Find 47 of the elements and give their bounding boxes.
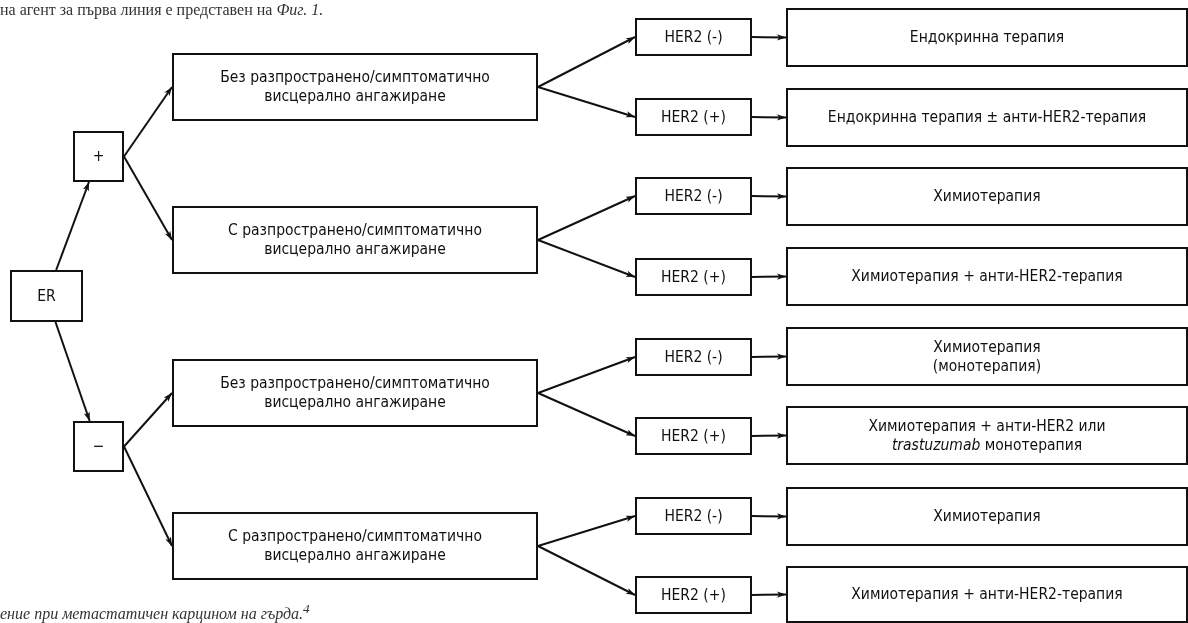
root-box: ER xyxy=(10,270,83,322)
arrow xyxy=(751,273,787,280)
decision-box: HER2 (-) xyxy=(635,18,752,56)
decision-box: Химиотерапия + анти-HER2-терапия xyxy=(786,566,1188,623)
decision-box: HER2 (-) xyxy=(635,177,752,215)
body-text: на агент за първа линия е представен на Фиг. 1. xyxy=(0,1,324,19)
decision-box: С разпространено/симптоматично висцерално ангажиране xyxy=(172,512,538,580)
arrow xyxy=(123,445,173,547)
decision-box: С разпространено/симптоматично висцерално ангажиране xyxy=(172,206,538,274)
decision-box: Химиотерапия (монотерапия) xyxy=(786,327,1188,386)
decision-box: Без разпространено/симптоматично висцерално ангажиране xyxy=(172,359,538,427)
arrow xyxy=(54,321,91,422)
arrow xyxy=(751,353,787,360)
decision-box: HER2 (+) xyxy=(635,576,752,614)
decision-box: Химиотерапия xyxy=(786,167,1188,226)
decision-box: Химиотерапия xyxy=(786,487,1188,546)
decision-box: + xyxy=(73,131,124,182)
decision-box: Ендокринна терапия xyxy=(786,8,1188,67)
arrow xyxy=(537,515,636,547)
arrow xyxy=(751,432,787,439)
arrow xyxy=(537,86,636,118)
decision-box: Без разпространено/симптоматично висцерално ангажиране xyxy=(172,53,538,121)
arrow xyxy=(537,36,636,88)
arrow xyxy=(751,114,787,121)
decision-box: HER2 (-) xyxy=(635,338,752,376)
arrow xyxy=(55,181,90,271)
arrow xyxy=(537,392,636,437)
decision-box: HER2 (+) xyxy=(635,258,752,296)
arrow xyxy=(537,356,636,394)
decision-box: Химиотерапия + анти-HER2-терапия xyxy=(786,247,1188,306)
arrow xyxy=(537,545,636,596)
arrow xyxy=(537,239,636,278)
figure-caption: ение при метастатичен карцином на гърда.$^{4}$ xyxy=(0,601,310,623)
decision-box: − xyxy=(73,421,124,472)
arrow xyxy=(123,392,173,448)
decision-box: HER2 (+) xyxy=(635,98,752,136)
arrow xyxy=(123,86,173,158)
arrow xyxy=(751,591,787,598)
decision-box: HER2 (+) xyxy=(635,417,752,455)
arrow xyxy=(123,155,173,241)
arrow xyxy=(751,513,787,520)
arrow xyxy=(537,195,636,241)
decision-box: Ендокринна терапия ± анти-HER2-терапия xyxy=(786,88,1188,147)
decision-box: HER2 (-) xyxy=(635,497,752,535)
arrow xyxy=(751,193,787,200)
decision-box: Химиотерапия + анти-HER2 или trastuzumab монотерапия xyxy=(786,406,1188,465)
arrow xyxy=(751,34,787,41)
